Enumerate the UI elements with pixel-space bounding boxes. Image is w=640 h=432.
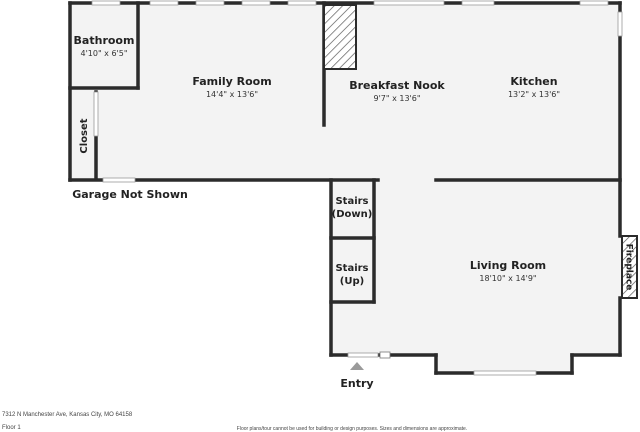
- footer-floor: Floor 1: [2, 425, 21, 431]
- family-room-dims: 14'4" x 13'6": [206, 90, 258, 99]
- footer-address: 7312 N Manchester Ave, Kansas City, MO 6…: [2, 412, 133, 418]
- entry-door: [347, 351, 391, 359]
- entry-arrow-icon: [350, 362, 364, 370]
- stairs-down-line1: Stairs: [335, 196, 368, 207]
- kitchen-name: Kitchen: [510, 75, 557, 88]
- kitchen-dims: 13'2" x 13'6": [508, 90, 560, 99]
- stairs-up-line1: Stairs: [335, 263, 368, 274]
- breakfast-nook-dims: 9'7" x 13'6": [373, 94, 420, 103]
- stairs-down-line2: (Down): [332, 209, 373, 220]
- fireplace: Fireplace: [621, 235, 638, 299]
- bathroom-dims: 4'10" x 6'5": [80, 49, 127, 58]
- closet-door: [93, 91, 99, 137]
- living-room-name: Living Room: [470, 259, 546, 272]
- garage-label: Garage Not Shown: [72, 188, 188, 201]
- stairs-up-line2: (Up): [340, 276, 364, 287]
- hatched-column: [323, 4, 357, 70]
- fireplace-label: Fireplace: [624, 244, 634, 291]
- entry-label: Entry: [340, 377, 373, 390]
- breakfast-nook-name: Breakfast Nook: [349, 79, 445, 92]
- footer-disclaimer: Floor plans/tour cannot be used for buil…: [237, 426, 467, 432]
- closet-name: Closet: [79, 118, 90, 153]
- bathroom-name: Bathroom: [74, 34, 135, 47]
- family-room-name: Family Room: [192, 75, 271, 88]
- living-room-dims: 18'10" x 14'9": [479, 274, 536, 283]
- windows: [91, 0, 623, 376]
